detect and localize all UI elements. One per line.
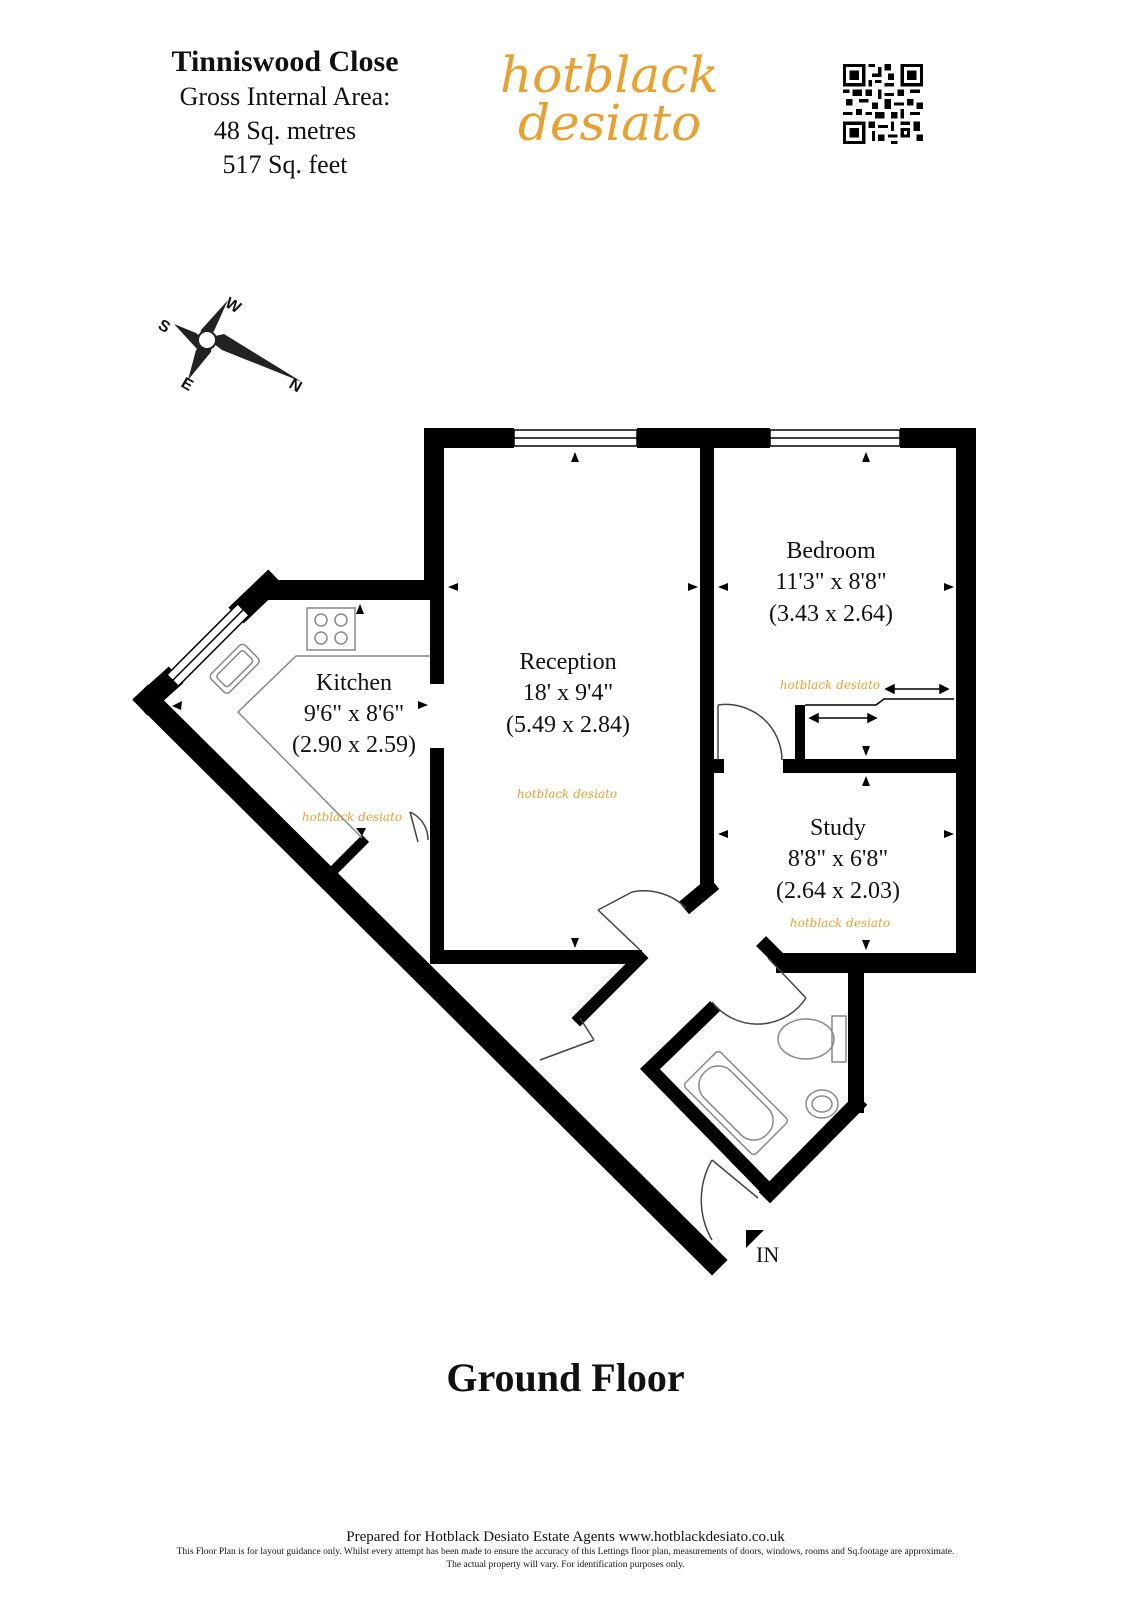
hotblack-desiato-logo: hotblack desiato — [500, 46, 719, 152]
gross-internal-area-label: Gross Internal Area: — [179, 82, 391, 111]
kitchen-size-imperial: 9'6" x 8'6" — [304, 701, 404, 727]
watermark-study: hotblack desiato — [790, 916, 890, 930]
floor-title: Ground Floor — [446, 1355, 685, 1400]
wall-top-left — [424, 428, 514, 448]
bath-icon — [683, 1050, 789, 1156]
entrance-label: IN — [756, 1242, 779, 1267]
qr-code-icon — [843, 64, 923, 144]
sink-icon — [209, 643, 260, 694]
bedroom-size-metric: (3.43 x 2.64) — [769, 601, 893, 627]
logo-line-1: hotblack — [500, 46, 719, 104]
wall-right — [956, 428, 976, 973]
study-size-imperial: 8'8" x 6'8" — [788, 846, 888, 872]
windows — [165, 429, 901, 688]
logo-line-2: desiato — [518, 94, 701, 152]
wall-reception-left-upper — [424, 428, 444, 600]
reception-size-metric: (5.49 x 2.84) — [506, 712, 630, 738]
study-name: Study — [810, 815, 866, 841]
footer-note: The actual property will vary. For ident… — [446, 1560, 685, 1570]
compass-s-label: S — [155, 317, 173, 337]
entrance-arrow-icon — [746, 1230, 764, 1248]
compass-w-label: W — [222, 295, 244, 318]
wall-bedroom-stub — [714, 759, 724, 773]
footer-disclaimer: This Floor Plan is for layout guidance o… — [176, 1547, 955, 1557]
wall-kitchen-top — [262, 580, 444, 600]
cupboard-arrows — [805, 683, 954, 724]
wall-reception-bottom — [430, 950, 642, 964]
watermark-reception: hotblack desiato — [517, 787, 617, 801]
basin-icon — [805, 1089, 839, 1119]
bedroom-size-imperial: 11'3" x 8'8" — [775, 569, 886, 595]
wall-cupboard-left — [795, 705, 805, 763]
study-size-metric: (2.64 x 2.03) — [776, 878, 900, 904]
reception-name: Reception — [519, 649, 616, 675]
reception-size-imperial: 18' x 9'4" — [523, 680, 613, 706]
fixtures — [209, 607, 847, 1156]
wall-bedroom-study — [783, 759, 956, 773]
header-block: Tinniswood Close Gross Internal Area: 48… — [140, 44, 430, 182]
hob-icon — [306, 607, 356, 651]
wall-kitchen-reception-lower — [430, 748, 444, 962]
walls — [262, 428, 976, 973]
compass-e-label: E — [178, 375, 196, 395]
watermark-bedroom: hotblack desiato — [780, 678, 880, 692]
footer-main: Prepared for Hotblack Desiato Estate Age… — [346, 1529, 785, 1545]
dimension-markers — [172, 452, 954, 950]
kitchen-name: Kitchen — [316, 670, 392, 696]
wall-study-bottom — [776, 953, 976, 973]
bedroom-name: Bedroom — [786, 538, 876, 564]
compass-n-label: N — [286, 376, 305, 397]
kitchen-size-metric: (2.90 x 2.59) — [292, 732, 416, 758]
angled-walls — [132, 569, 868, 1276]
wall-top-middle — [637, 428, 770, 448]
watermark-kitchen: hotblack desiato — [302, 810, 402, 824]
property-title: Tinniswood Close — [171, 45, 399, 78]
wall-kitchen-reception-upper — [430, 600, 444, 684]
footer: Prepared for Hotblack Desiato Estate Age… — [0, 1528, 1131, 1572]
wall-reception-bedroom — [700, 448, 714, 892]
compass-icon: W S E N — [155, 295, 305, 397]
area-imperial: 517 Sq. feet — [222, 150, 348, 179]
toilet-icon — [777, 1015, 847, 1063]
doors — [409, 703, 807, 1241]
area-metric: 48 Sq. metres — [213, 116, 357, 145]
